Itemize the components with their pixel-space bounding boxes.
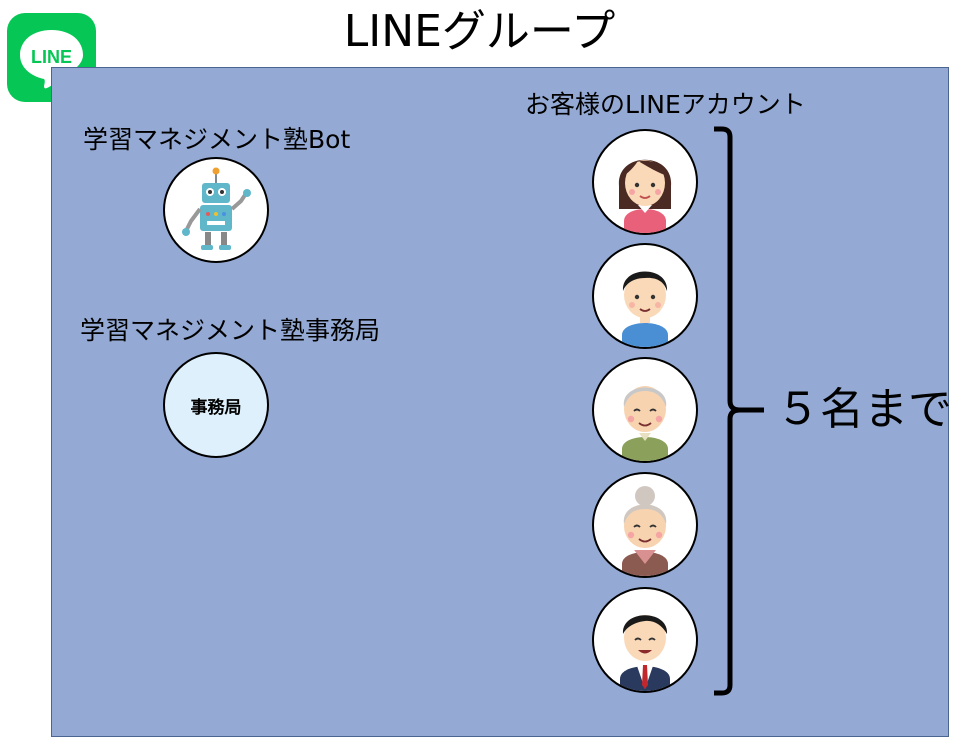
woman-avatar-icon bbox=[618, 159, 672, 233]
customer-avatar-1 bbox=[592, 129, 698, 235]
customers-label: お客様のLINEアカウント bbox=[525, 90, 806, 119]
customer-avatar-5 bbox=[592, 587, 698, 693]
group-bracket bbox=[714, 126, 764, 696]
office-icon-text: 事務局 bbox=[190, 397, 242, 418]
count-label: ５名まで bbox=[776, 384, 952, 435]
elderly-man-avatar-icon bbox=[622, 386, 668, 461]
man-avatar-icon bbox=[622, 271, 668, 347]
robot-icon bbox=[182, 167, 251, 250]
robot-avatar bbox=[163, 157, 269, 263]
office-avatar: 事務局 bbox=[163, 352, 269, 458]
customer-avatar-3 bbox=[592, 357, 698, 463]
customer-avatar-4 bbox=[592, 472, 698, 578]
office-label: 学習マネジメント塾事務局 bbox=[80, 316, 381, 345]
customer-avatar-2 bbox=[592, 243, 698, 349]
elderly-woman-avatar-icon bbox=[622, 486, 668, 576]
businessman-avatar-icon bbox=[620, 615, 670, 691]
bot-label: 学習マネジメント塾Bot bbox=[83, 125, 351, 154]
line-logo-text: LINE bbox=[31, 47, 72, 67]
diagram-title: LINEグループ bbox=[343, 6, 616, 57]
